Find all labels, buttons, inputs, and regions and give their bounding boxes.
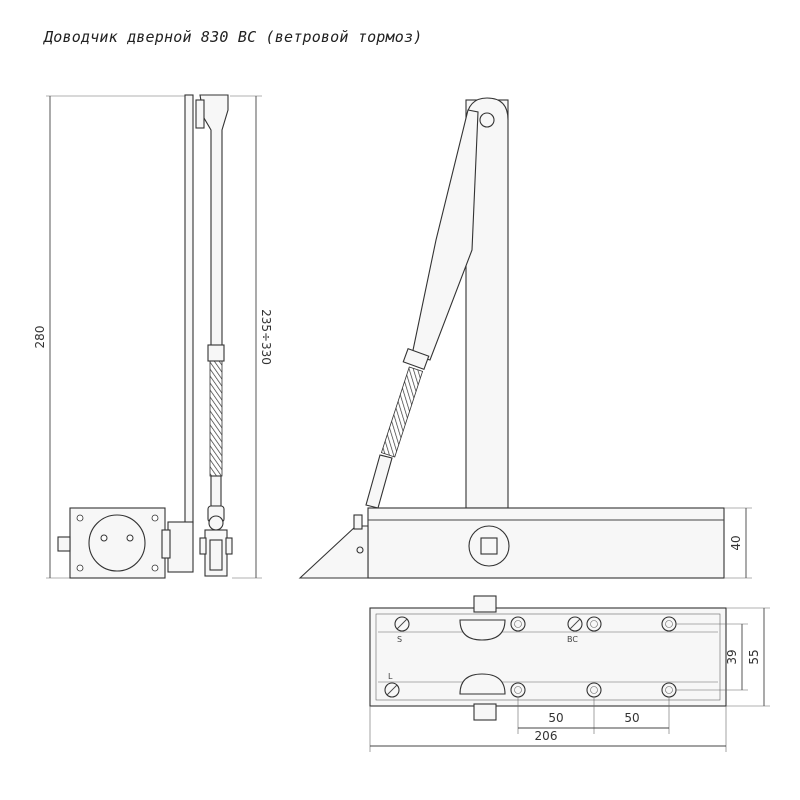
angled-arm-nut: [402, 347, 430, 371]
corner-hole-bl: [76, 564, 84, 572]
shoe-bolt-left: [199, 537, 207, 555]
wedge-screw: [356, 546, 364, 554]
dim-label-55: 55: [747, 649, 761, 664]
drawing-title: Доводчик дверной 830 BC (ветровой тормоз…: [44, 28, 423, 46]
corner-hole-tl: [76, 514, 84, 522]
screw-hole-top-1: [510, 616, 526, 632]
valve-label-l: L: [388, 672, 393, 681]
dim-label-arm: 235÷330: [259, 309, 273, 365]
side-view: 280 235÷330: [33, 94, 273, 579]
dim-label-206: 206: [535, 729, 558, 743]
body-cylinder: [88, 514, 146, 572]
valve-bc: [567, 616, 583, 632]
rod-eye: [208, 515, 224, 531]
screw-hole-bottom-3: [661, 682, 677, 698]
valve-label-s: S: [397, 635, 402, 644]
arm-rod: [210, 475, 222, 507]
plan-inner-outline: [375, 613, 721, 701]
angled-arm: [411, 109, 479, 361]
dim-label-50-right: 50: [624, 711, 639, 725]
screw-hole-top-2: [586, 616, 602, 632]
cam-top: [459, 619, 506, 641]
body-valve-left: [57, 536, 71, 552]
body-hole-right: [126, 534, 134, 542]
mounting-bracket: [184, 94, 194, 524]
shoe-slot: [209, 539, 223, 571]
wedge-valve: [353, 514, 363, 530]
bracket-foot: [167, 521, 194, 573]
cam-bottom: [459, 673, 506, 695]
angled-spring: [380, 366, 424, 458]
corner-hole-br: [151, 564, 159, 572]
shoe-bolt-right: [225, 537, 233, 555]
arm-pivot: [195, 99, 205, 129]
spindle-bottom: [473, 703, 497, 721]
dim-label-280: 280: [33, 326, 47, 349]
valve-label-bc: BC: [567, 635, 578, 644]
main-arm: [199, 94, 229, 346]
spindle-square: [480, 537, 498, 555]
body-valve-right: [161, 529, 171, 559]
plate-top-hole: [479, 112, 495, 128]
screw-hole-top-3: [661, 616, 677, 632]
angled-rod: [365, 454, 393, 509]
screw-hole-bottom-2: [586, 682, 602, 698]
spindle-top: [473, 595, 497, 613]
corner-hole-tr: [151, 514, 159, 522]
arm-nut: [207, 344, 225, 362]
screw-hole-bottom-1: [510, 682, 526, 698]
front-view: 40: [298, 97, 752, 579]
dim-label-50-left: 50: [548, 711, 563, 725]
valve-s: [394, 616, 410, 632]
body-hole-left: [100, 534, 108, 542]
dim-label-39: 39: [725, 649, 739, 664]
valve-l: [384, 682, 400, 698]
dim-label-40: 40: [729, 535, 743, 550]
mount-wedge: [298, 525, 369, 579]
closer-body-front: [367, 507, 725, 579]
adjust-spring: [209, 360, 223, 477]
plan-view: S BC L 39 55 50 50: [369, 595, 770, 752]
